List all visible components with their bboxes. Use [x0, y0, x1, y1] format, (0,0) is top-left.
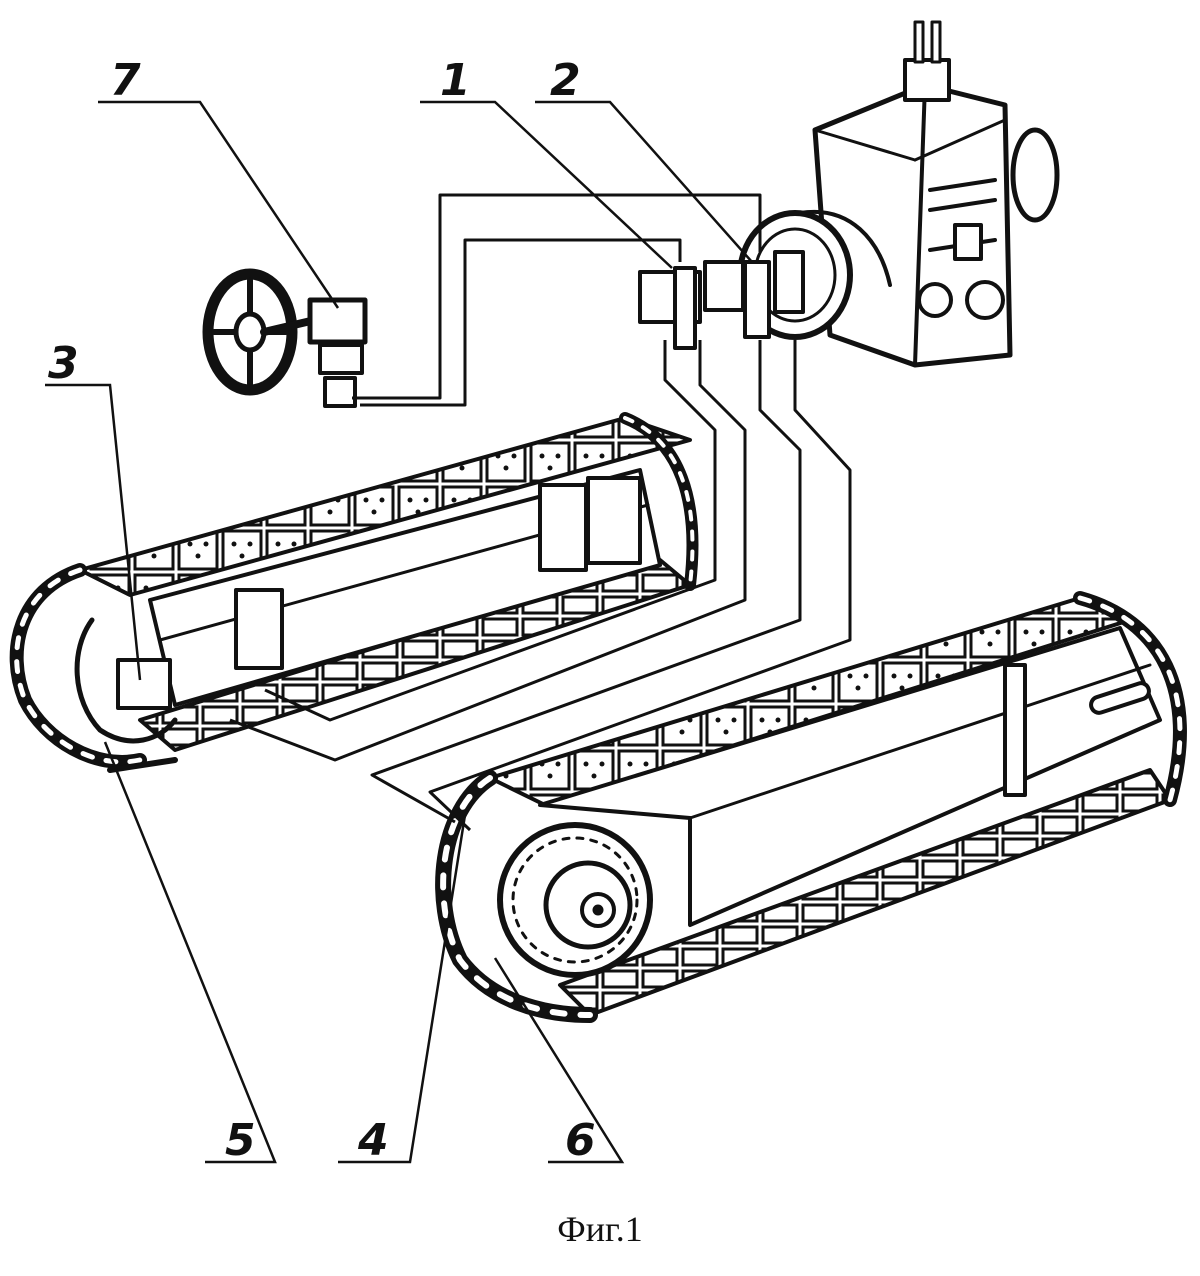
gearbox-top-block	[903, 58, 951, 102]
callout-1: 1	[440, 55, 471, 106]
steering-line-b	[360, 238, 682, 407]
steering-wheel-rim	[202, 268, 298, 396]
right-track-unit	[435, 591, 1187, 1023]
callout-5: 5	[225, 1115, 256, 1166]
left-track-drive-wheel	[74, 617, 178, 744]
left-track-plate-rear	[538, 483, 588, 572]
pump-block	[638, 250, 805, 350]
right-motor-line-b	[428, 340, 852, 832]
right-motor-line-a	[370, 340, 802, 824]
steering-control	[202, 268, 368, 408]
callout-2: 2	[550, 55, 581, 106]
left-track-unit	[9, 412, 699, 773]
callout-3: 3	[48, 338, 79, 389]
callout-leaders	[45, 100, 753, 1164]
pump-second-unit	[743, 260, 771, 339]
left-track-upper-shoes	[78, 416, 692, 597]
right-track-strap	[1003, 663, 1027, 797]
left-motor-line-a	[264, 340, 717, 722]
left-track-plate-front	[234, 588, 284, 670]
callout-6: 6	[565, 1115, 596, 1166]
figure-caption: Фиг.1	[557, 1209, 643, 1249]
callout-labels: 7 1 2 3 5 4 6	[48, 55, 596, 1166]
hydraulic-lines	[229, 193, 852, 832]
callout-4: 4	[357, 1115, 389, 1166]
left-motor-line-b	[229, 340, 747, 762]
steering-line-a	[352, 193, 762, 400]
callout-7: 7	[110, 55, 141, 106]
gearbox-right-flange	[1010, 127, 1060, 223]
